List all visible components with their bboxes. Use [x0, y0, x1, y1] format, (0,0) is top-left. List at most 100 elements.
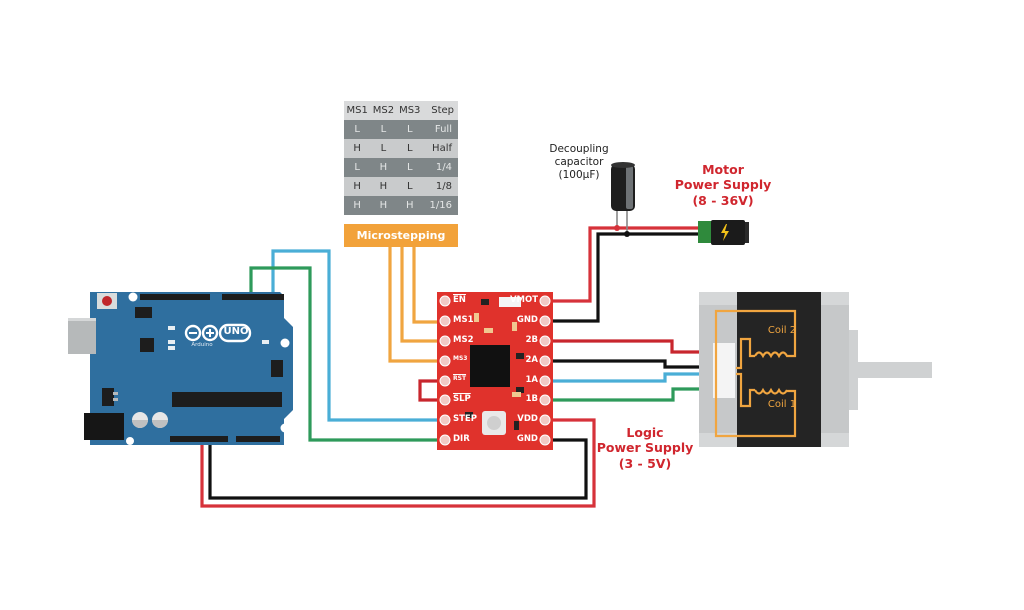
capacitor-label-line2: capacitor	[554, 155, 604, 168]
cell: Full	[422, 120, 458, 139]
driver-pin-label-gnd: GND	[516, 315, 538, 325]
driver-pin-label-step: STEP	[453, 414, 477, 424]
driver-pin-label-ms1: MS1	[453, 315, 474, 325]
driver-pin-label-en: EN	[453, 295, 466, 305]
cell: L	[344, 158, 371, 177]
driver-pin-ms1	[439, 315, 451, 327]
driver-pin-label-ms3: MS3	[453, 355, 468, 362]
driver-pin-label-1b: 1B	[525, 394, 538, 404]
table-header-row: MS1 MS2 MS3 Step	[344, 101, 458, 120]
cell: 1/16	[422, 196, 458, 215]
table-row: H H L 1/8	[344, 177, 458, 196]
header-step: Step	[422, 101, 458, 120]
motor-flange	[849, 330, 858, 410]
table-row: L H L 1/4	[344, 158, 458, 177]
cell: L	[344, 120, 371, 139]
driver-pin-label-2a: 2A	[525, 355, 539, 365]
capacitor-label: Decoupling capacitor (100µF)	[540, 143, 618, 181]
wire-ms1	[412, 247, 443, 324]
wire-2a	[545, 359, 724, 369]
junction-dot	[614, 225, 620, 231]
driver-pin-label-gnd: GND	[516, 434, 538, 444]
atmega-chip	[172, 392, 282, 407]
capacitor	[611, 162, 635, 211]
coil-wiring	[714, 309, 797, 438]
cell: H	[396, 196, 423, 215]
wire-motor-gnd	[545, 232, 700, 323]
driver-pin-en	[439, 295, 451, 307]
driver-pin-label-vmot: VMOT	[509, 295, 538, 305]
driver-pin-label-dir: DIR	[453, 434, 470, 444]
microstepping-table: MS1 MS2 MS3 Step L L L Full H L L Half L…	[344, 101, 458, 215]
driver-pin-rst	[439, 375, 451, 387]
logic-power-line2: Power Supply	[596, 440, 694, 456]
cell: L	[370, 120, 397, 139]
driver-pin-2a-right	[539, 355, 551, 367]
cell: L	[370, 139, 397, 158]
cell: H	[344, 139, 371, 158]
header-ms1: MS1	[344, 101, 371, 120]
driver-pin-label-ms2: MS2	[453, 335, 474, 345]
wire-vmot	[545, 226, 700, 303]
wire-ms2	[400, 247, 443, 343]
logic-power-line3: (3 - 5V)	[618, 455, 672, 471]
motor-power-line2: Power Supply	[674, 177, 772, 193]
cell: L	[396, 139, 423, 158]
cell: H	[370, 158, 397, 177]
wire-logic-gnd	[208, 438, 588, 500]
driver-pin-ms2	[439, 335, 451, 347]
wire-2b	[545, 339, 724, 354]
cell: 1/8	[422, 177, 458, 196]
wire-ms3	[388, 247, 443, 363]
logic-power-line1: Logic	[626, 425, 664, 440]
driver-pin-2b-right	[539, 335, 551, 347]
driver-pin-gnd-right	[539, 434, 551, 446]
driver-pin-step	[439, 414, 451, 426]
cell: L	[396, 177, 423, 196]
junction-dot	[624, 231, 630, 237]
microstepping-footer: Microstepping	[344, 224, 458, 247]
cell: L	[396, 158, 423, 177]
driver-pin-label-slp: SLP	[453, 394, 471, 404]
driver-pin-label-1a: 1A	[525, 375, 539, 385]
driver-pin-label-rst: RST	[453, 375, 467, 382]
driver-ic	[470, 345, 510, 387]
driver-pin-slp	[439, 394, 451, 406]
cell: 1/4	[422, 158, 458, 177]
motor-connector	[713, 343, 735, 398]
arduino-brand-text: Arduino	[191, 342, 213, 348]
motor-power-label: Motor Power Supply (8 - 36V)	[668, 162, 778, 208]
driver-pin-1b-right	[539, 394, 551, 406]
dc-power-jack	[698, 220, 749, 245]
lightning-icon	[721, 224, 729, 241]
cell: Half	[422, 139, 458, 158]
arduino-uno-board	[68, 292, 293, 445]
wire-logic-vdd	[200, 418, 596, 508]
arduino-logo	[184, 323, 252, 343]
cell: L	[396, 120, 423, 139]
driver-pin-gnd-right	[539, 315, 551, 327]
cell: H	[370, 177, 397, 196]
logic-power-label: Logic Power Supply (3 - 5V)	[590, 425, 700, 471]
coil2-label: Coil 2	[767, 325, 797, 336]
coil1-label: Coil 1	[767, 399, 797, 410]
table-row: L L L Full	[344, 120, 458, 139]
header-ms2: MS2	[370, 101, 397, 120]
driver-pin-label-2b: 2B	[525, 335, 538, 345]
driver-pin-ms3	[439, 355, 451, 367]
driver-pin-1a-right	[539, 375, 551, 387]
cell: H	[344, 196, 371, 215]
driver-pin-dir	[439, 434, 451, 446]
motor-power-line3: (8 - 36V)	[692, 192, 754, 208]
table-row: H H H 1/16	[344, 196, 458, 215]
table-row: H L L Half	[344, 139, 458, 158]
usb-port	[68, 318, 96, 354]
wire-step	[271, 249, 443, 422]
stepper-motor	[699, 292, 932, 447]
header-ms3: MS3	[396, 101, 423, 120]
driver-pin-vdd-right	[539, 414, 551, 426]
motor-shaft	[858, 362, 932, 378]
wire-1a	[545, 372, 724, 383]
cell: H	[344, 177, 371, 196]
